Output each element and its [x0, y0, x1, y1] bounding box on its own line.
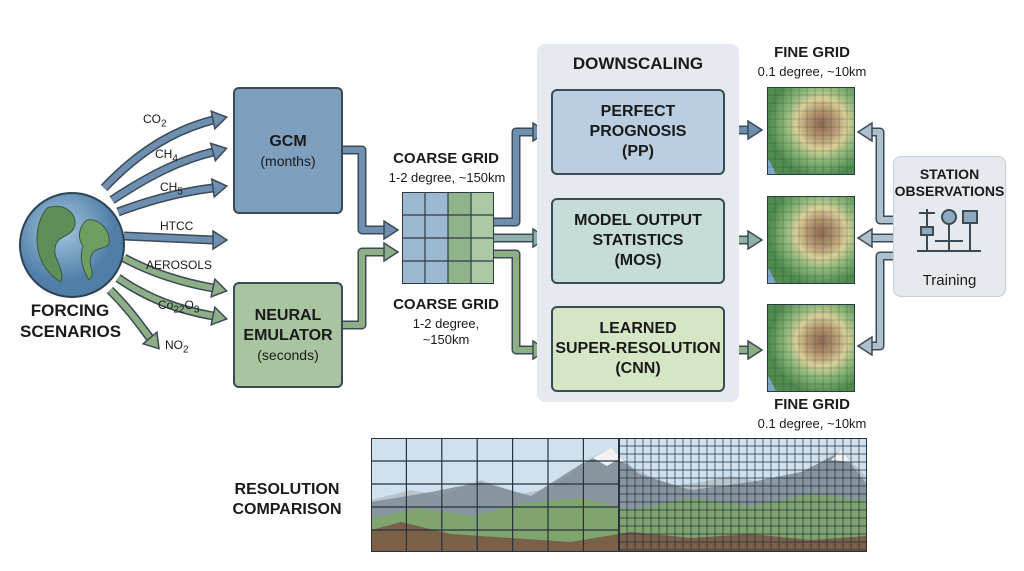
pp-to-fine-arrow-head — [747, 119, 764, 141]
fine-grid-image-pp — [767, 87, 855, 175]
input-aerosols-label: AEROSOLS — [146, 258, 213, 272]
input-ch5-label: CH5 — [160, 180, 183, 198]
downscaling-title: DOWNSCALING — [572, 54, 704, 73]
fine-grid-top-subtitle: 0.1 degree, ~10km — [757, 64, 867, 79]
gcm-title: GCM — [269, 132, 307, 150]
mos-to-fine-arrow-head — [747, 229, 764, 251]
method-label-mos: MODEL OUTPUT STATISTICS (MOS) — [574, 212, 702, 269]
coarse-grid-bottom-subtitle: 1-2 degree, ~150km — [412, 316, 480, 347]
input-co2-label: CO2 — [143, 112, 167, 130]
forcing-arrow-5-head — [210, 305, 229, 326]
forcing-arrow-3-head — [212, 229, 229, 251]
forcing-arrow-2 — [116, 185, 214, 215]
gcm-to-coarse-arrow — [343, 147, 384, 233]
forcing-arrow-6-head — [141, 330, 160, 350]
station-to-fine-bottom-arrow-head — [856, 335, 873, 357]
input-co22o3-label: Co22O3 — [158, 298, 200, 316]
method-label-cnn: LEARNED SUPER-RESOLUTION (CNN) — [555, 320, 721, 377]
emulator-title: NEURAL EMULATOR — [243, 307, 333, 344]
coarse-to-cnn-arrow — [494, 251, 533, 353]
forcing-arrow-0-head — [210, 110, 229, 131]
forcing-arrow-0 — [101, 117, 214, 191]
resolution-comparison-image — [371, 438, 867, 552]
station-to-fine-mid-arrow-head — [856, 227, 873, 249]
coarse-grid-top-title: COARSE GRID — [393, 150, 499, 167]
forcing-scenarios-label: FORCING SCENARIOS — [20, 301, 122, 341]
forcing-arrow-4 — [122, 255, 214, 291]
gcm-box: GCM (months) — [233, 87, 343, 214]
station-observations-title: STATION OBSERVATIONS — [894, 166, 1005, 199]
forcing-arrow-1 — [110, 149, 214, 203]
method-box-pp: PERFECT PROGNOSIS (PP) — [551, 89, 725, 175]
input-no2-label: NO2 — [165, 338, 189, 356]
gcm-subtitle: (months) — [260, 152, 316, 169]
training-label: Training — [922, 272, 977, 289]
station-to-fine-top-arrow-head — [856, 121, 873, 143]
coarse-grid-top-subtitle: 1-2 degree, ~150km — [388, 170, 506, 185]
emulator-to-coarse-arrow — [343, 249, 384, 328]
resolution-comparison-label: RESOLUTION COMPARISON — [232, 481, 342, 518]
forcing-arrow-6 — [107, 287, 153, 340]
forcing-arrow-5 — [116, 275, 214, 319]
neural-emulator-box: NEURAL EMULATOR (seconds) — [233, 282, 343, 388]
fine-grid-image-mos — [767, 196, 855, 284]
method-box-cnn: LEARNED SUPER-RESOLUTION (CNN) — [551, 306, 725, 392]
input-ch4-label: CH4 — [155, 147, 178, 165]
forcing-arrow-1-head — [209, 142, 228, 163]
weather-station-icon — [917, 209, 981, 252]
coarse-grid-bottom-title: COARSE GRID — [393, 296, 499, 313]
coarse-grid-image — [402, 192, 494, 284]
fine-grid-bottom-subtitle: 0.1 degree, ~10km — [757, 416, 867, 431]
input-htcc-label: HTCC — [160, 219, 194, 233]
cnn-to-fine-arrow-head — [747, 339, 764, 361]
coarse-to-pp-arrow — [494, 129, 533, 225]
forcing-arrow-2-head — [210, 177, 229, 199]
gcm-to-coarse-arrow-head — [383, 219, 400, 241]
fine-grid-top-title: FINE GRID — [774, 44, 850, 61]
fine-grid-bottom-title: FINE GRID — [774, 396, 850, 413]
forcing-arrow-4-head — [210, 277, 229, 298]
method-label-pp: PERFECT PROGNOSIS (PP) — [589, 103, 687, 160]
fine-grid-image-cnn — [767, 304, 855, 392]
method-box-mos: MODEL OUTPUT STATISTICS (MOS) — [551, 198, 725, 284]
emulator-to-coarse-arrow-head — [383, 241, 400, 263]
forcing-arrow-3 — [123, 233, 214, 243]
globe-icon — [19, 192, 125, 298]
emulator-subtitle: (seconds) — [257, 347, 319, 363]
